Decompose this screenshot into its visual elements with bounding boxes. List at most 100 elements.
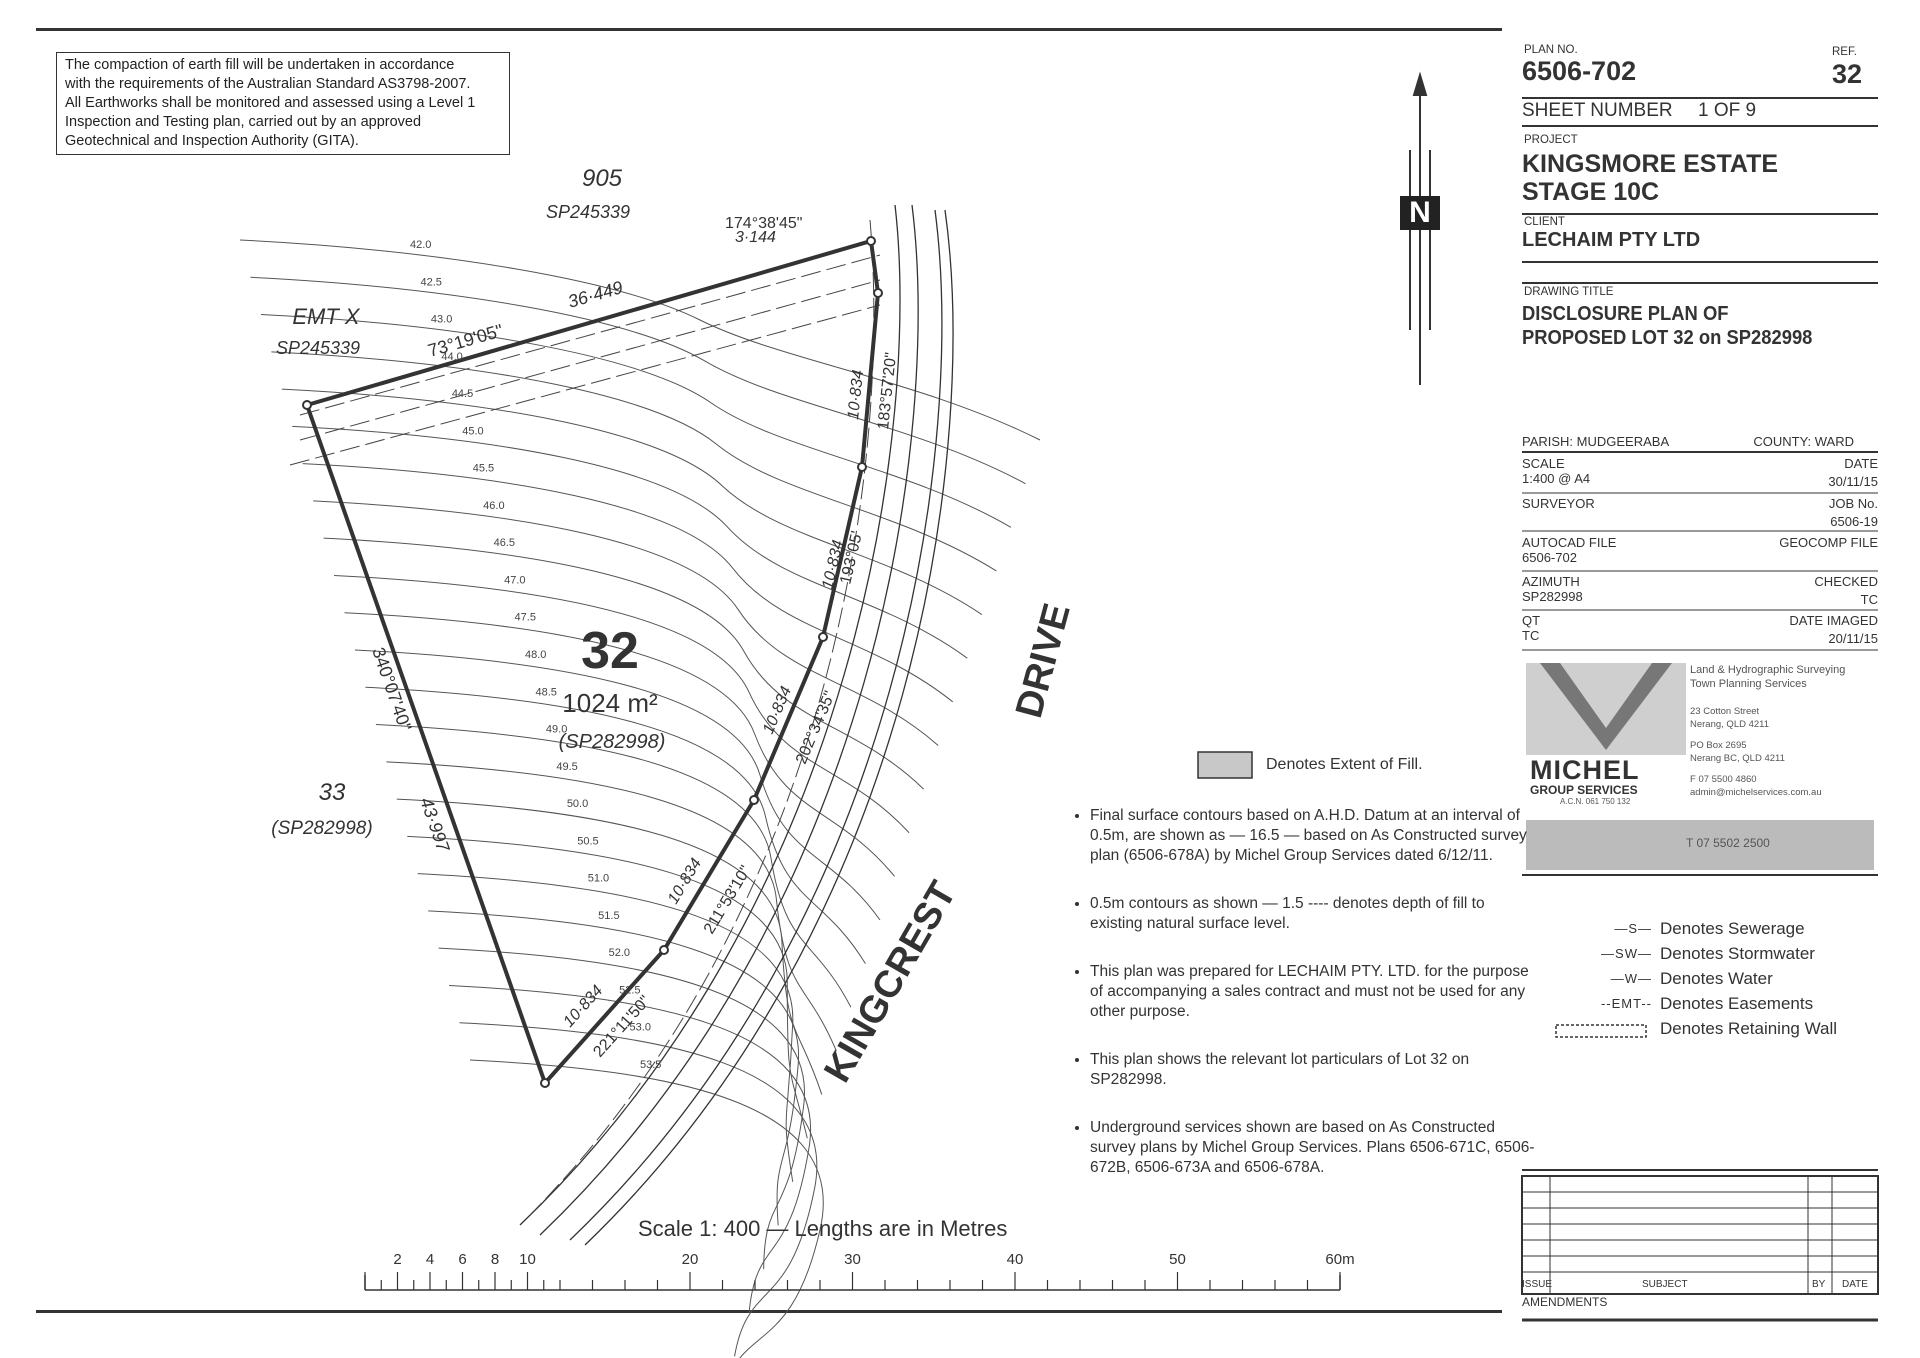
drawing-title-line2: PROPOSED LOT 32 on SP282998 [1522, 327, 1813, 349]
legend-symbol: —W— [1610, 971, 1652, 986]
contour-line [365, 686, 866, 964]
contour-line [250, 276, 1026, 485]
notice-line: Inspection and Testing plan, carried out… [65, 114, 422, 130]
azimuth-label: AZIMUTH [1522, 574, 1580, 589]
autocad-value: 6506-702 [1522, 550, 1577, 565]
contour-label: 42.0 [410, 239, 431, 251]
contour-label: 51.5 [598, 910, 619, 922]
compaction-notice: The compaction of earth fill will be und… [56, 52, 510, 155]
boundary-markers [302, 236, 883, 1088]
amend-by-label: BY [1812, 1279, 1826, 1290]
bearing-label: 174°38'45" [725, 215, 802, 232]
contour-label: 50.0 [567, 798, 588, 810]
lot-number: 32 [581, 622, 639, 680]
client-name: LECHAIM PTY LTD [1522, 229, 1701, 251]
project-label: PROJECT [1524, 134, 1578, 146]
contour-line [469, 1059, 824, 1358]
contour-label: 46.5 [494, 537, 515, 549]
contour-label: 46.0 [483, 500, 504, 512]
scale-tick-label: 6 [458, 1251, 466, 1268]
top-border-line [36, 28, 1502, 31]
contour-line [292, 425, 968, 659]
sheet-number-label: SHEET NUMBER [1522, 100, 1673, 121]
qt-value: TC [1522, 628, 1540, 643]
contour-label: 49.5 [556, 761, 577, 773]
scale-tick-label: 2 [393, 1251, 401, 1268]
drawing-title-line1: DISCLOSURE PLAN OF [1522, 303, 1729, 325]
fill-legend-label: Denotes Extent of Fill. [1266, 756, 1423, 773]
contour-line [239, 239, 1041, 441]
legend-row: Denotes Retaining Wall [1560, 1016, 1837, 1041]
adjacent-lot-905: 905 [582, 165, 623, 192]
company-phone: T 07 5502 2500 [1686, 836, 1770, 850]
azimuth-value: SP282998 [1522, 589, 1583, 604]
scale-tick-label: 10 [519, 1251, 536, 1268]
street-drive: DRIVE [1008, 599, 1079, 722]
legend-label: Denotes Stormwater [1660, 943, 1815, 963]
drawing-title-label: DRAWING TITLE [1524, 286, 1614, 298]
bottom-border-line [36, 1310, 1502, 1313]
contour-label: 49.0 [546, 724, 567, 736]
legend-symbol: --EMT-- [1600, 996, 1652, 1011]
scale-value: 1:400 @ A4 [1522, 471, 1591, 486]
ref-number: 32 [1832, 59, 1863, 89]
company-sub: GROUP SERVICES [1530, 783, 1638, 797]
contour-label: 50.5 [577, 835, 598, 847]
legend-label: Denotes Easements [1660, 993, 1814, 1013]
contour-line [375, 724, 852, 1008]
note-item: This plan was prepared for LECHAIM PTY. … [1090, 962, 1540, 1022]
surveyor-label: SURVEYOR [1522, 496, 1595, 511]
adjacent-plan-905: SP245339 [546, 202, 630, 222]
legend-row: —S— Denotes Sewerage [1560, 916, 1837, 941]
legend-label: Denotes Sewerage [1660, 918, 1805, 938]
distance-label: 10·834 [845, 369, 867, 420]
contour-line [323, 537, 924, 790]
company-service: Land & Hydrographic Surveying [1690, 664, 1846, 676]
contour-label: 52.5 [619, 984, 640, 996]
distance-label: 10·834 [665, 856, 705, 908]
street-kingcrest: KINGCREST [816, 875, 964, 1090]
plan-no-label: PLAN No. [1524, 44, 1578, 56]
title-block-lines [1522, 97, 1878, 1322]
contour-line [449, 984, 812, 1313]
scale-tick-label: 60m [1325, 1251, 1354, 1268]
date-imaged-label: DATE IMAGED [1789, 613, 1878, 628]
contour-label: 48.0 [525, 649, 546, 661]
company-acn: A.C.N. 061 750 132 [1560, 797, 1631, 806]
qt-label: QT [1522, 613, 1541, 628]
contour-line [354, 649, 881, 921]
scale-bar-ticks [364, 1272, 1341, 1290]
amend-issue-label: ISSUE [1522, 1279, 1553, 1290]
contour-line [260, 314, 1012, 528]
autocad-row: AUTOCAD FILE 6506-702 GEOCOMP FILE [1522, 535, 1878, 565]
contour-line [459, 1022, 818, 1357]
contour-label: 53.5 [640, 1059, 661, 1071]
azimuth-row: AZIMUTH SP282998 CHECKED TC [1522, 574, 1878, 607]
company-service: Town Planning Services [1690, 678, 1807, 690]
date-value: 30/11/15 [1828, 474, 1878, 489]
scale-tick-label: 30 [844, 1251, 861, 1268]
legend-label: Denotes Water [1660, 968, 1773, 988]
contour-line [396, 798, 823, 1095]
amendments-grid [1521, 1175, 1879, 1295]
scale-tick-label: 4 [426, 1251, 434, 1268]
contour-label: 45.0 [462, 425, 483, 437]
scale-tick-label: 40 [1007, 1251, 1024, 1268]
ref-label: REF. [1832, 46, 1857, 58]
contour-line [302, 463, 954, 703]
note-item: Underground services shown are based on … [1090, 1118, 1540, 1178]
sheet-number: 1 OF 9 [1698, 100, 1757, 121]
road-curves [519, 204, 954, 1246]
legend-symbol: —S— [1614, 921, 1652, 936]
contour-label: 44.0 [441, 351, 462, 363]
parish-row: PARISH: MUDGEERABA COUNTY: WARD [1522, 434, 1878, 449]
contour-line [334, 574, 910, 834]
qt-row: QT TC DATE IMAGED 20/11/15 [1522, 613, 1878, 646]
plan-notes: Final surface contours based on A.H.D. D… [1070, 806, 1540, 1206]
checked-value: TC [1860, 592, 1878, 607]
contour-label: 45.5 [473, 463, 494, 475]
notice-line: The compaction of earth fill will be und… [65, 57, 455, 73]
client-label: CLIENT [1524, 216, 1565, 228]
